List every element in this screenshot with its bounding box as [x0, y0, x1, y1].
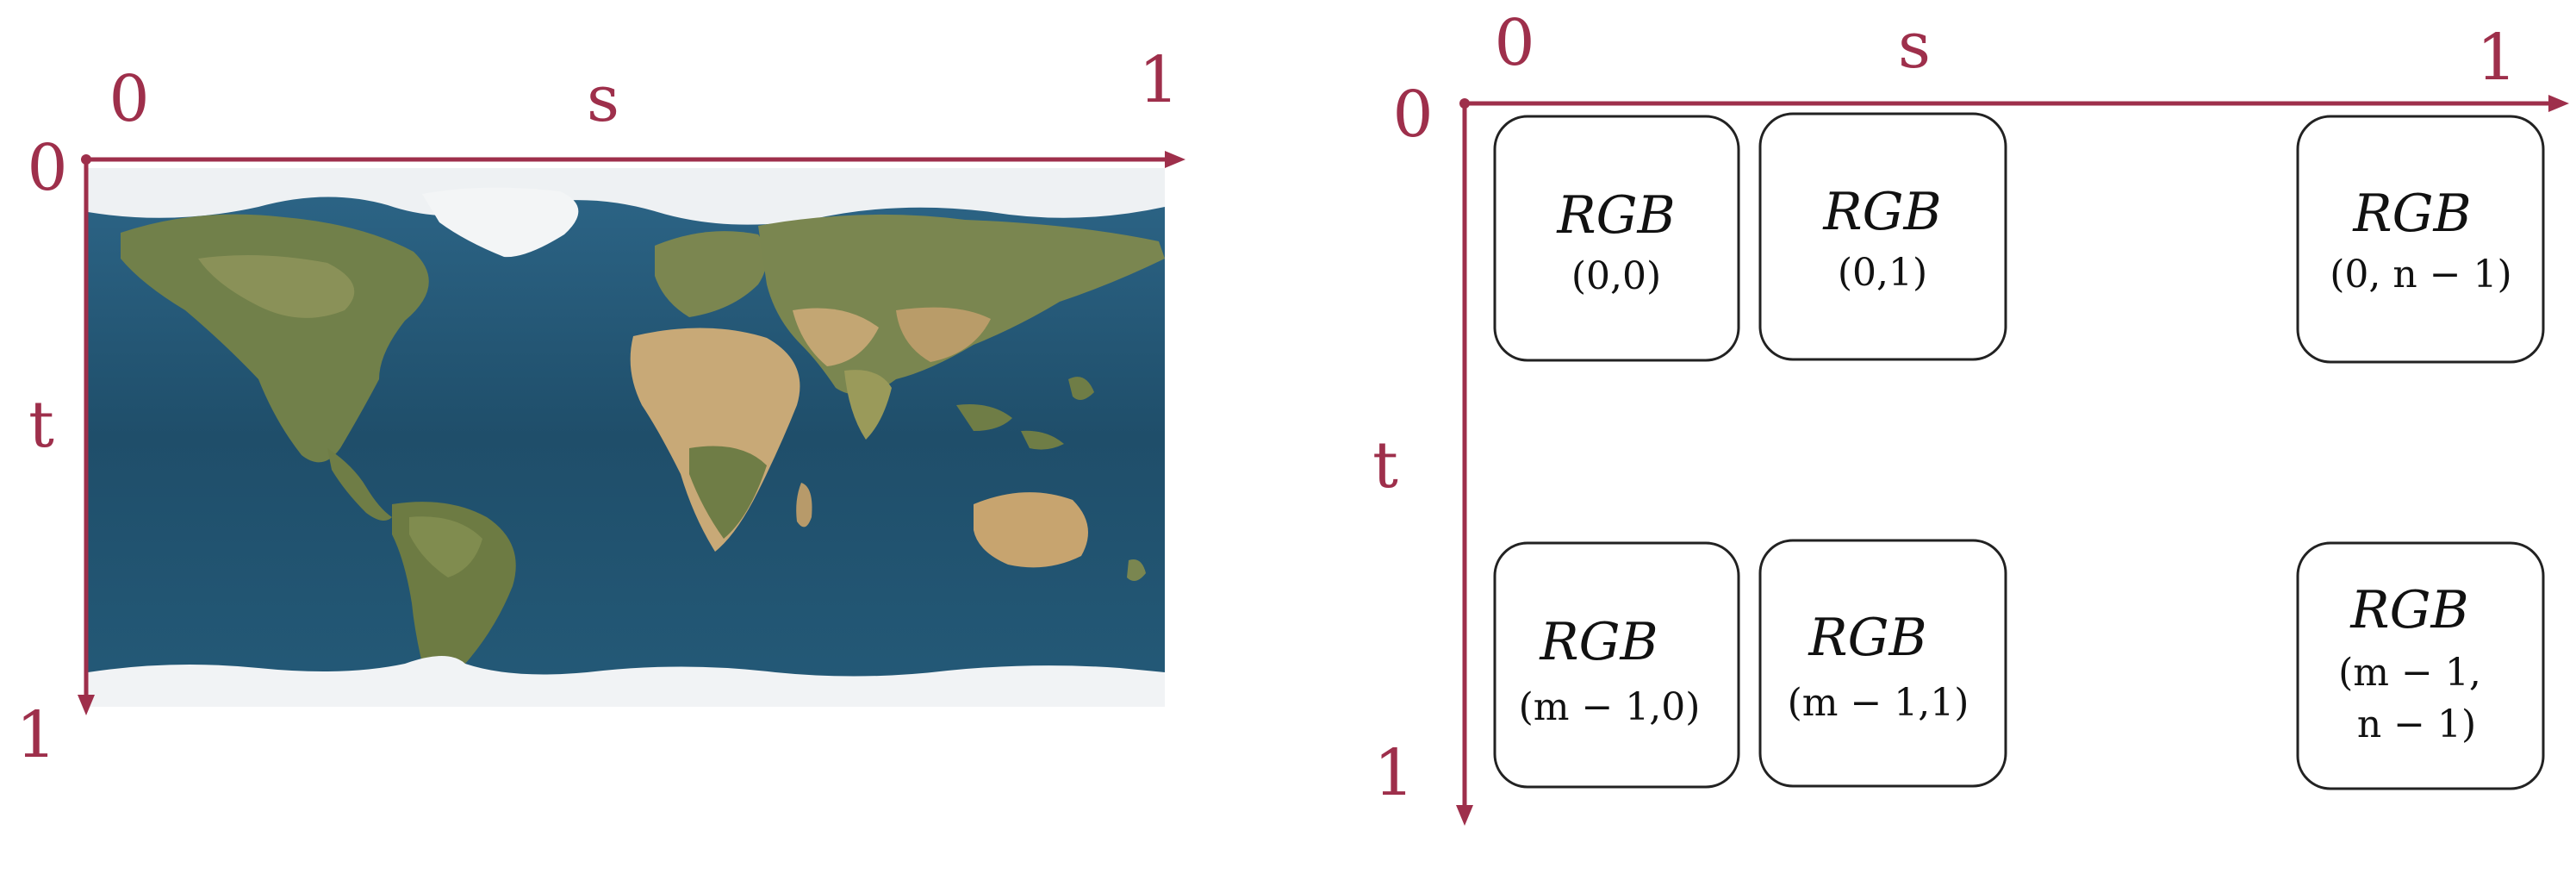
left-origin-dot — [81, 154, 91, 165]
arrowhead-down-icon — [1456, 805, 1473, 826]
cell-index: (m − 1,1) — [1788, 681, 1969, 725]
left-s-axis — [86, 151, 1185, 168]
right-s-end-label: 1 — [2476, 21, 2517, 95]
cell-title: RGB — [2349, 580, 2468, 640]
arrowhead-right-icon — [1165, 151, 1185, 168]
cell-title: RGB — [1556, 185, 1675, 246]
cell-index: (m − 1,0) — [1519, 685, 1701, 729]
left-t-end-label: 1 — [16, 698, 56, 772]
cell-index: (0,0) — [1571, 254, 1661, 298]
cell-index: (0,1) — [1838, 251, 1927, 295]
right-origin-dot — [1459, 98, 1470, 109]
cell-index: n − 1) — [2357, 702, 2476, 746]
right-t-axis-label: t — [1372, 428, 1398, 503]
cell-title: RGB — [2352, 184, 2471, 244]
left-t-axis-label: t — [28, 388, 54, 462]
left-s-end-label: 1 — [1138, 43, 1179, 117]
cell-title: RGB — [1822, 182, 1941, 242]
left-s-start-label: 0 — [109, 62, 149, 136]
right-s-axis — [1465, 95, 2569, 112]
cell-title: RGB — [1808, 608, 1926, 668]
texel-cell-m-1-0: RGB (m − 1,0) — [1493, 541, 1740, 789]
texel-cell-m-1-n-1: RGB (m − 1, n − 1) — [2296, 541, 2545, 790]
cell-index: (m − 1, — [2338, 651, 2481, 695]
left-t-start-label: 0 — [27, 131, 67, 205]
texel-cell-0-0: RGB (0,0) — [1493, 115, 1740, 362]
right-s-axis-label: s — [1898, 9, 1931, 83]
texel-cell-0-n-1: RGB (0, n − 1) — [2296, 115, 2545, 364]
world-map-image — [88, 168, 1165, 707]
cell-index: (0, n − 1) — [2330, 253, 2511, 297]
right-t-end-label: 1 — [1373, 736, 1414, 810]
texel-cell-0-1: RGB (0,1) — [1758, 112, 2007, 361]
left-s-axis-label: s — [587, 62, 619, 136]
arrowhead-down-icon — [78, 695, 95, 715]
right-t-start-label: 0 — [1392, 78, 1433, 152]
cell-title: RGB — [1539, 612, 1658, 672]
right-s-start-label: 0 — [1494, 6, 1534, 80]
arrowhead-right-icon — [2548, 95, 2569, 112]
texel-cell-m-1-1: RGB (m − 1,1) — [1758, 539, 2007, 788]
right-t-axis — [1456, 103, 1473, 826]
left-t-axis — [78, 159, 95, 715]
